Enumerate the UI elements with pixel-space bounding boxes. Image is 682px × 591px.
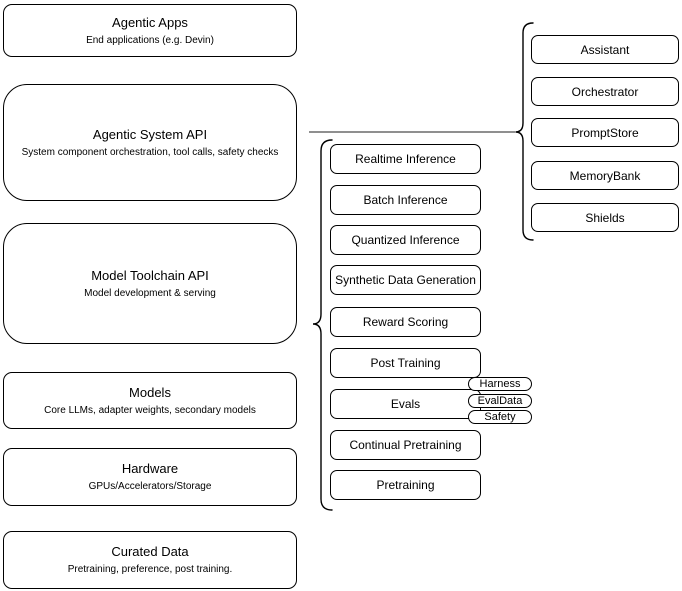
- pill-evaldata: EvalData: [468, 394, 532, 408]
- box-title: Models: [129, 384, 171, 400]
- box-subtitle: Pretraining, preference, post training.: [67, 564, 233, 575]
- box-title: Model Toolchain API: [91, 267, 209, 283]
- box-post-training: Post Training: [330, 348, 481, 378]
- box-subtitle: System component orchestration, tool cal…: [21, 146, 279, 158]
- box-subtitle: GPUs/Accelerators/Storage: [88, 481, 212, 492]
- box-model-toolchain-api: Model Toolchain API Model development & …: [3, 223, 297, 344]
- box-title: Agentic Apps: [112, 14, 188, 30]
- box-agentic-system-api: Agentic System API System component orch…: [3, 84, 297, 201]
- box-assistant: Assistant: [531, 35, 679, 64]
- box-realtime-inference: Realtime Inference: [330, 144, 481, 174]
- box-label: Quantized Inference: [351, 233, 460, 247]
- box-label: Synthetic Data Generation: [335, 273, 476, 287]
- box-promptstore: PromptStore: [531, 118, 679, 147]
- box-label: MemoryBank: [569, 168, 641, 183]
- box-orchestrator: Orchestrator: [531, 77, 679, 106]
- box-evals: Evals: [330, 389, 481, 419]
- box-hardware: Hardware GPUs/Accelerators/Storage: [3, 448, 297, 506]
- box-label: Orchestrator: [571, 84, 639, 99]
- box-title: Curated Data: [111, 544, 189, 559]
- box-label: Continual Pretraining: [349, 438, 462, 452]
- box-reward-scoring: Reward Scoring: [330, 307, 481, 337]
- box-subtitle: End applications (e.g. Devin): [86, 34, 214, 46]
- box-continual-pretraining: Continual Pretraining: [330, 430, 481, 460]
- box-label: Shields: [585, 210, 625, 225]
- box-title: Hardware: [121, 461, 179, 476]
- pill-harness: Harness: [468, 377, 532, 391]
- box-label: PromptStore: [571, 125, 639, 140]
- box-label: Reward Scoring: [362, 315, 449, 329]
- box-pretraining: Pretraining: [330, 470, 481, 500]
- box-subtitle: Model development & serving: [84, 287, 216, 299]
- box-synthetic-data-generation: Synthetic Data Generation: [330, 265, 481, 295]
- pill-label: EvalData: [477, 394, 523, 407]
- box-agentic-apps: Agentic Apps End applications (e.g. Devi…: [3, 4, 297, 57]
- pill-label: Safety: [484, 410, 516, 423]
- box-label: Batch Inference: [363, 193, 448, 207]
- box-label: Realtime Inference: [355, 152, 456, 166]
- box-label: Pretraining: [376, 478, 435, 492]
- box-label: Post Training: [370, 356, 441, 370]
- box-label: Evals: [390, 397, 421, 411]
- box-quantized-inference: Quantized Inference: [330, 225, 481, 255]
- box-title: Agentic System API: [92, 126, 208, 142]
- box-shields: Shields: [531, 203, 679, 232]
- box-label: Assistant: [580, 42, 630, 57]
- box-subtitle: Core LLMs, adapter weights, secondary mo…: [44, 404, 256, 416]
- box-batch-inference: Batch Inference: [330, 185, 481, 215]
- pill-label: Harness: [479, 377, 521, 390]
- box-memorybank: MemoryBank: [531, 161, 679, 190]
- box-curated-data: Curated Data Pretraining, preference, po…: [3, 531, 297, 589]
- pill-safety: Safety: [468, 410, 532, 424]
- box-models: Models Core LLMs, adapter weights, secon…: [3, 372, 297, 429]
